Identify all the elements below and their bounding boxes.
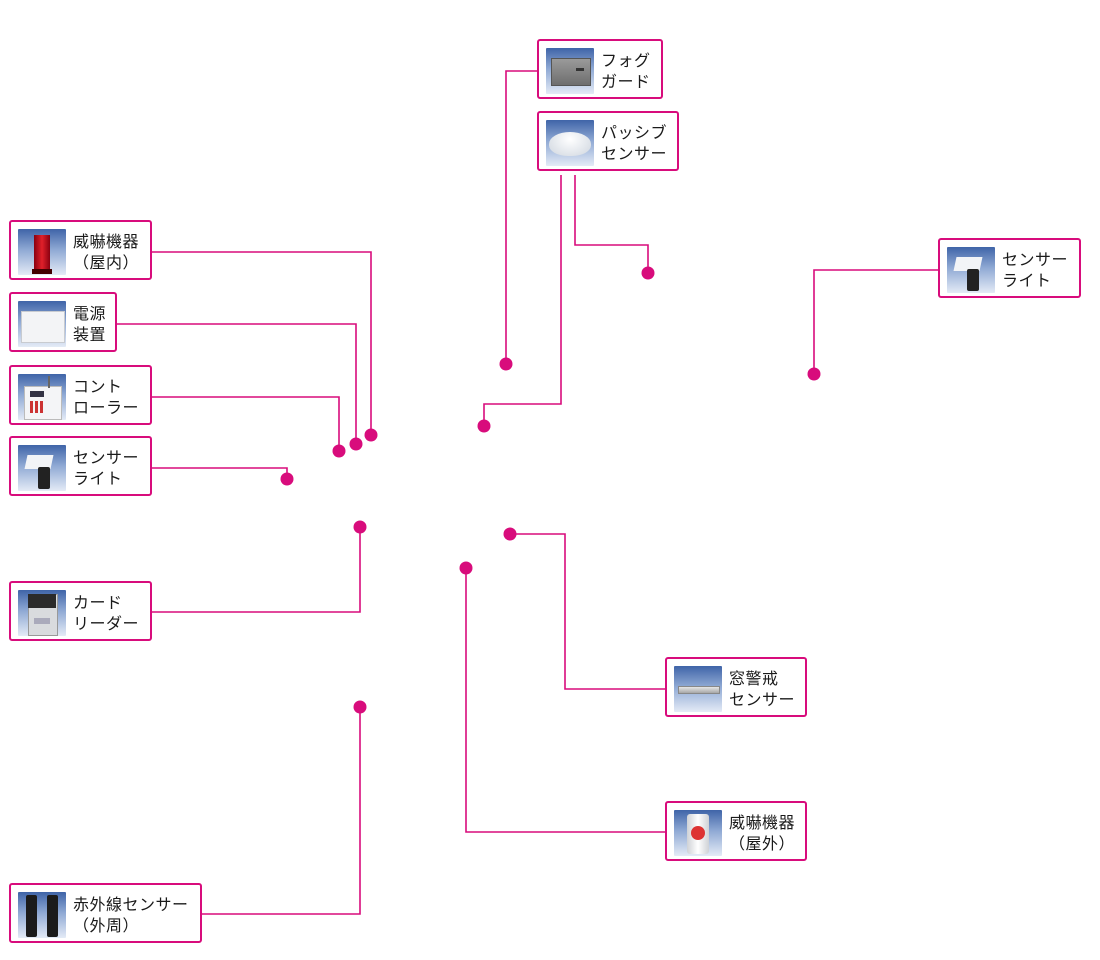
connector-dot-card-reader — [353, 520, 367, 534]
connector-passive-sensor-b — [574, 175, 649, 273]
controller-icon — [18, 374, 66, 420]
device-fog-guard[interactable]: フォグ ガード — [537, 39, 663, 99]
label-alarm-indoor: 威嚇機器 （屋内） — [73, 232, 140, 272]
passive-sensor-icon — [546, 120, 594, 166]
connector-controller — [152, 396, 340, 451]
sensor-light-icon — [947, 247, 995, 293]
connector-sensor-light-left — [152, 467, 288, 479]
label-alarm-outdoor: 威嚇機器 （屋外） — [729, 813, 796, 853]
device-infrared-sensor[interactable]: 赤外線センサー （外周） — [9, 883, 202, 943]
sensor-light-icon — [18, 445, 66, 491]
label-passive-sensor: パッシブ センサー — [601, 123, 668, 163]
connector-alarm-indoor — [152, 251, 372, 435]
connector-dot-fog-guard — [499, 357, 513, 371]
outdoor-siren-icon — [674, 810, 722, 856]
connector-dot-window-sensor — [503, 527, 517, 541]
connector-dot-power-supply — [349, 437, 363, 451]
card-reader-icon — [18, 590, 66, 636]
window-sensor-icon — [674, 666, 722, 712]
connector-dot-alarm-indoor — [364, 428, 378, 442]
connector-sensor-light-right — [813, 269, 938, 374]
connector-passive-sensor-a — [483, 175, 562, 426]
fog-guard-icon — [546, 48, 594, 94]
label-sensor-light-left: センサー ライト — [73, 448, 140, 488]
device-passive-sensor[interactable]: パッシブ センサー — [537, 111, 679, 171]
device-alarm-outdoor[interactable]: 威嚇機器 （屋外） — [665, 801, 807, 861]
label-controller: コント ローラー — [73, 377, 140, 417]
connector-alarm-outdoor — [465, 568, 665, 833]
connector-dot-alarm-outdoor — [459, 561, 473, 575]
label-window-sensor: 窓警戒 センサー — [729, 669, 796, 709]
connector-dot-passive-sensor-a — [477, 419, 491, 433]
device-controller[interactable]: コント ローラー — [9, 365, 152, 425]
connector-dot-passive-sensor-b — [641, 266, 655, 280]
alarm-tower-icon — [18, 229, 66, 275]
infrared-beam-icon — [18, 892, 66, 938]
connector-dot-sensor-light-left — [280, 472, 294, 486]
device-window-sensor[interactable]: 窓警戒 センサー — [665, 657, 807, 717]
connector-fog-guard — [505, 70, 537, 364]
device-sensor-light-left[interactable]: センサー ライト — [9, 436, 152, 496]
connector-card-reader — [152, 527, 361, 613]
connector-dot-infrared-sensor — [353, 700, 367, 714]
device-power-supply[interactable]: 電源 装置 — [9, 292, 117, 352]
label-power-supply: 電源 装置 — [73, 304, 107, 344]
connector-window-sensor — [510, 533, 665, 690]
device-alarm-indoor[interactable]: 威嚇機器 （屋内） — [9, 220, 152, 280]
label-infrared-sensor: 赤外線センサー （外周） — [73, 895, 189, 935]
connector-dot-controller — [332, 444, 346, 458]
device-sensor-light-right[interactable]: センサー ライト — [938, 238, 1081, 298]
connector-power-supply — [117, 323, 357, 444]
connector-infrared-sensor — [202, 707, 361, 915]
power-supply-icon — [18, 301, 66, 347]
label-card-reader: カード リーダー — [73, 593, 140, 633]
device-card-reader[interactable]: カード リーダー — [9, 581, 152, 641]
label-sensor-light-right: センサー ライト — [1002, 250, 1069, 290]
label-fog-guard: フォグ ガード — [601, 51, 651, 91]
connector-dot-sensor-light-right — [807, 367, 821, 381]
